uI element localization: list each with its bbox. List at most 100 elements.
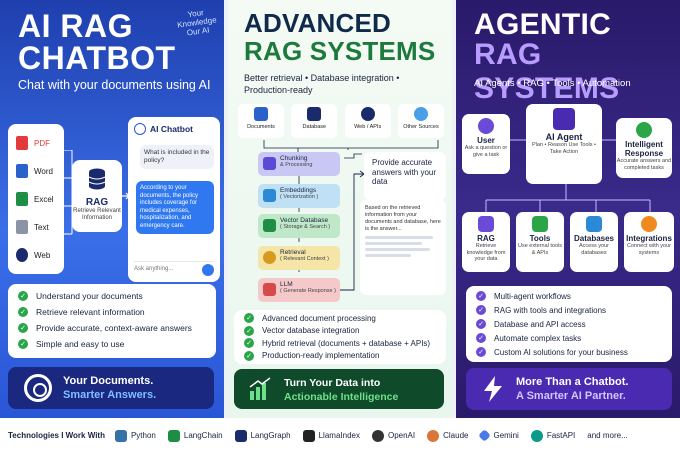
- gear-icon: [641, 216, 657, 232]
- panel3-subtitle: AI Agents • RAG • Tools • Automation: [474, 78, 631, 89]
- pipeline-step-vector-database: Vector Database( Storage & Search ): [258, 214, 340, 238]
- list-item: ✓Provide accurate, context-aware answers: [18, 320, 206, 336]
- tool-databases: Databases Access your databases: [570, 212, 618, 272]
- source-web-apis: Web / APIs: [344, 104, 391, 138]
- sources-box: PDF Word Excel Text Web: [8, 124, 64, 274]
- list-item: ✓Vector database integration: [244, 325, 436, 338]
- panel3-title-line1: AGENTIC: [474, 8, 612, 41]
- langgraph-icon: [234, 429, 247, 442]
- network-icon: [263, 189, 276, 202]
- document-icon: [254, 107, 268, 121]
- source-documents: Documents: [238, 104, 284, 138]
- banner2-line2: Actionable Intelligence: [284, 391, 399, 403]
- pdf-icon: [16, 136, 28, 150]
- answer-card: Based on the retrieved information from …: [360, 200, 446, 295]
- tool-integrations: Integrations Connect with your systems: [624, 212, 674, 272]
- answer-line: [365, 247, 430, 251]
- panel2-title-line1: ADVANCED: [244, 8, 392, 38]
- word-icon: [16, 164, 28, 178]
- list-item: ✓RAG with tools and integrations: [476, 303, 662, 317]
- source-database: Database: [291, 104, 338, 138]
- banner1-line2: Smarter Answers.: [63, 389, 157, 401]
- send-icon[interactable]: [202, 264, 214, 276]
- answer-line: [365, 235, 434, 239]
- source-word: Word: [16, 164, 53, 178]
- chat-header: AI Chatbot: [134, 123, 193, 135]
- gemini-icon: [478, 429, 492, 442]
- panel1-title-line1: AI RAG: [18, 8, 133, 44]
- search-icon: [263, 251, 276, 264]
- tech-openai: OpenAI: [371, 429, 415, 442]
- chatbot-icon: [134, 123, 146, 135]
- openai-icon: [371, 429, 384, 442]
- chatbot-window: AI Chatbot What is included in the polic…: [128, 117, 220, 282]
- footer-lead: Technologies I Work With: [8, 431, 105, 440]
- rag-label: RAG: [85, 197, 109, 208]
- chat-answer-bubble: According to your documents, the policy …: [136, 181, 214, 234]
- chat-input-placeholder: Ask anything...: [134, 266, 174, 272]
- check-icon: ✓: [18, 307, 28, 317]
- database-icon: [263, 219, 276, 232]
- provide-answers-box: Provide accurate answers with your data: [364, 152, 446, 200]
- langchain-icon: [167, 429, 180, 442]
- tool-rag: RAG Retrieve knowledge from your data: [462, 212, 510, 272]
- panel1-tag: Your Knowledge Our AI: [176, 8, 218, 38]
- excel-icon: [16, 192, 28, 206]
- answer-line: [365, 241, 422, 245]
- tech-more: and more...: [587, 431, 628, 440]
- user-label: User: [477, 136, 495, 145]
- tech-claude: Claude: [427, 429, 468, 442]
- wrench-icon: [532, 216, 548, 232]
- growth-chart-icon: [249, 377, 271, 400]
- sources-connector-lines: [64, 150, 73, 235]
- rag-box: RAG Retrieve Relevant Information: [72, 160, 122, 232]
- list-item: ✓Advanced document processing: [244, 312, 436, 325]
- chat-input[interactable]: Ask anything...: [134, 261, 214, 277]
- database-icon: [478, 216, 494, 232]
- list-item: ✓Multi-agent workflows: [476, 289, 662, 303]
- check-icon: ✓: [476, 305, 486, 315]
- list-item: ✓Simple and easy to use: [18, 336, 206, 352]
- list-item: ✓Retrieve relevant information: [18, 304, 206, 320]
- tech-langgraph: LangGraph: [234, 429, 291, 442]
- banner3-line1: More Than a Chatbot.: [516, 376, 629, 388]
- check-icon: ✓: [476, 291, 486, 301]
- pipeline-step-chunking: Chunking& Processing: [258, 152, 340, 176]
- globe-icon: [360, 107, 375, 121]
- check-icon: ✓: [476, 319, 486, 329]
- source-web: Web: [16, 248, 50, 262]
- panel-advanced-rag: ADVANCED RAG SYSTEMS Better retrieval • …: [228, 0, 452, 418]
- list-item: ✓Automate complex tasks: [476, 331, 662, 345]
- user-icon: [478, 118, 494, 134]
- llamaindex-icon: [302, 429, 315, 442]
- intelligent-response-box: Intelligent Response Accurate answers an…: [616, 118, 672, 178]
- banner2-line1: Turn Your Data into: [284, 377, 381, 389]
- source-pdf: PDF: [16, 136, 50, 150]
- panel-ai-rag-chatbot: AI RAG CHATBOT Your Knowledge Our AI Cha…: [0, 0, 224, 418]
- fastapi-icon: [530, 429, 543, 442]
- agent-desc: Plan • Reason Use Tools • Take Action: [532, 142, 596, 155]
- globe-icon: [16, 248, 28, 262]
- resp-label: Intelligent Response: [624, 140, 664, 158]
- database-icon: [586, 216, 602, 232]
- panel2-title-line2: RAG SYSTEMS: [244, 36, 436, 66]
- database-icon: [88, 168, 106, 190]
- user-desc: Ask a question or give a task: [464, 145, 508, 158]
- panel3-banner: More Than a Chatbot. A Smarter AI Partne…: [466, 368, 672, 410]
- ai-agent-box: AI Agent Plan • Reason Use Tools • Take …: [526, 104, 602, 184]
- python-icon: [114, 429, 127, 442]
- data-sources-row: Documents Database Web / APIs Other Sour…: [238, 104, 444, 140]
- agent-label: AI Agent: [545, 132, 583, 142]
- chat-title: AI Chatbot: [150, 124, 193, 134]
- check-icon: ✓: [18, 323, 28, 333]
- list-item: ✓Understand your documents: [18, 288, 206, 304]
- text-file-icon: [16, 220, 28, 234]
- source-other: Other Sources: [397, 104, 444, 138]
- panel-agentic-rag: AGENTIC RAG SYSTEMS AI Agents • RAG • To…: [456, 0, 680, 418]
- features-list: ✓Understand your documents ✓Retrieve rel…: [8, 284, 216, 358]
- tech-python: Python: [114, 429, 156, 442]
- panel1-subtitle: Chat with your documents using AI: [18, 78, 211, 92]
- list-item: ✓Database and API access: [476, 317, 662, 331]
- technologies-footer: Technologies I Work With Python LangChai…: [0, 418, 680, 453]
- source-text: Text: [16, 220, 49, 234]
